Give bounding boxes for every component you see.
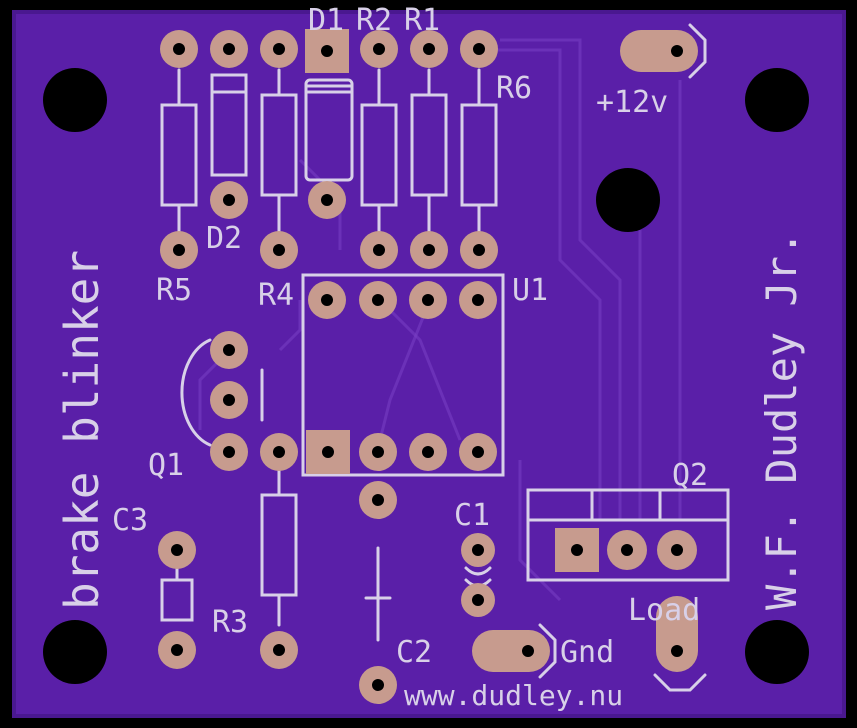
mounting-hole-br bbox=[745, 620, 809, 684]
q1-outline bbox=[180, 338, 212, 447]
label-q1: Q1 bbox=[148, 448, 184, 483]
label-r4: R4 bbox=[258, 278, 294, 313]
label-r1: R1 bbox=[404, 3, 440, 38]
mounting-holes bbox=[43, 68, 809, 684]
d2-outline bbox=[210, 73, 248, 177]
label-website: www.dudley.nu bbox=[404, 679, 623, 712]
label-author: W.F. Dudley Jr. bbox=[757, 231, 806, 610]
label-gnd: Gnd bbox=[560, 635, 614, 670]
label-c1: C1 bbox=[454, 498, 490, 533]
q2-outline bbox=[526, 488, 730, 582]
conn-load-outline bbox=[653, 673, 707, 692]
silkscreen-labels: D1 R2 R1 R6 R5 D2 R4 U1 Q1 C3 R3 C1 C2 Q… bbox=[55, 3, 806, 712]
mounting-hole-tl bbox=[43, 68, 107, 132]
label-c3: C3 bbox=[112, 503, 148, 538]
label-d1: D1 bbox=[308, 3, 344, 38]
silkscreen-outlines bbox=[160, 23, 730, 692]
label-load: Load bbox=[628, 593, 700, 628]
label-r6: R6 bbox=[496, 71, 532, 106]
u1-outline bbox=[301, 273, 505, 477]
label-q2: Q2 bbox=[672, 458, 708, 493]
mounting-hole-tr bbox=[745, 68, 809, 132]
d1-outline bbox=[304, 78, 354, 182]
conn-gnd-outline bbox=[538, 623, 557, 679]
label-d2: D2 bbox=[206, 221, 242, 256]
mounting-hole-bl bbox=[43, 620, 107, 684]
label-plus12v: +12v bbox=[596, 85, 668, 120]
label-c2: C2 bbox=[396, 635, 432, 670]
conn-12v-outline bbox=[688, 23, 707, 79]
label-r3: R3 bbox=[212, 605, 248, 640]
label-r5: R5 bbox=[156, 273, 192, 308]
label-title: brake blinker bbox=[55, 250, 109, 610]
label-u1: U1 bbox=[512, 273, 548, 308]
mounting-hole-center bbox=[596, 168, 660, 232]
pads bbox=[158, 29, 698, 704]
label-r2: R2 bbox=[356, 3, 392, 38]
